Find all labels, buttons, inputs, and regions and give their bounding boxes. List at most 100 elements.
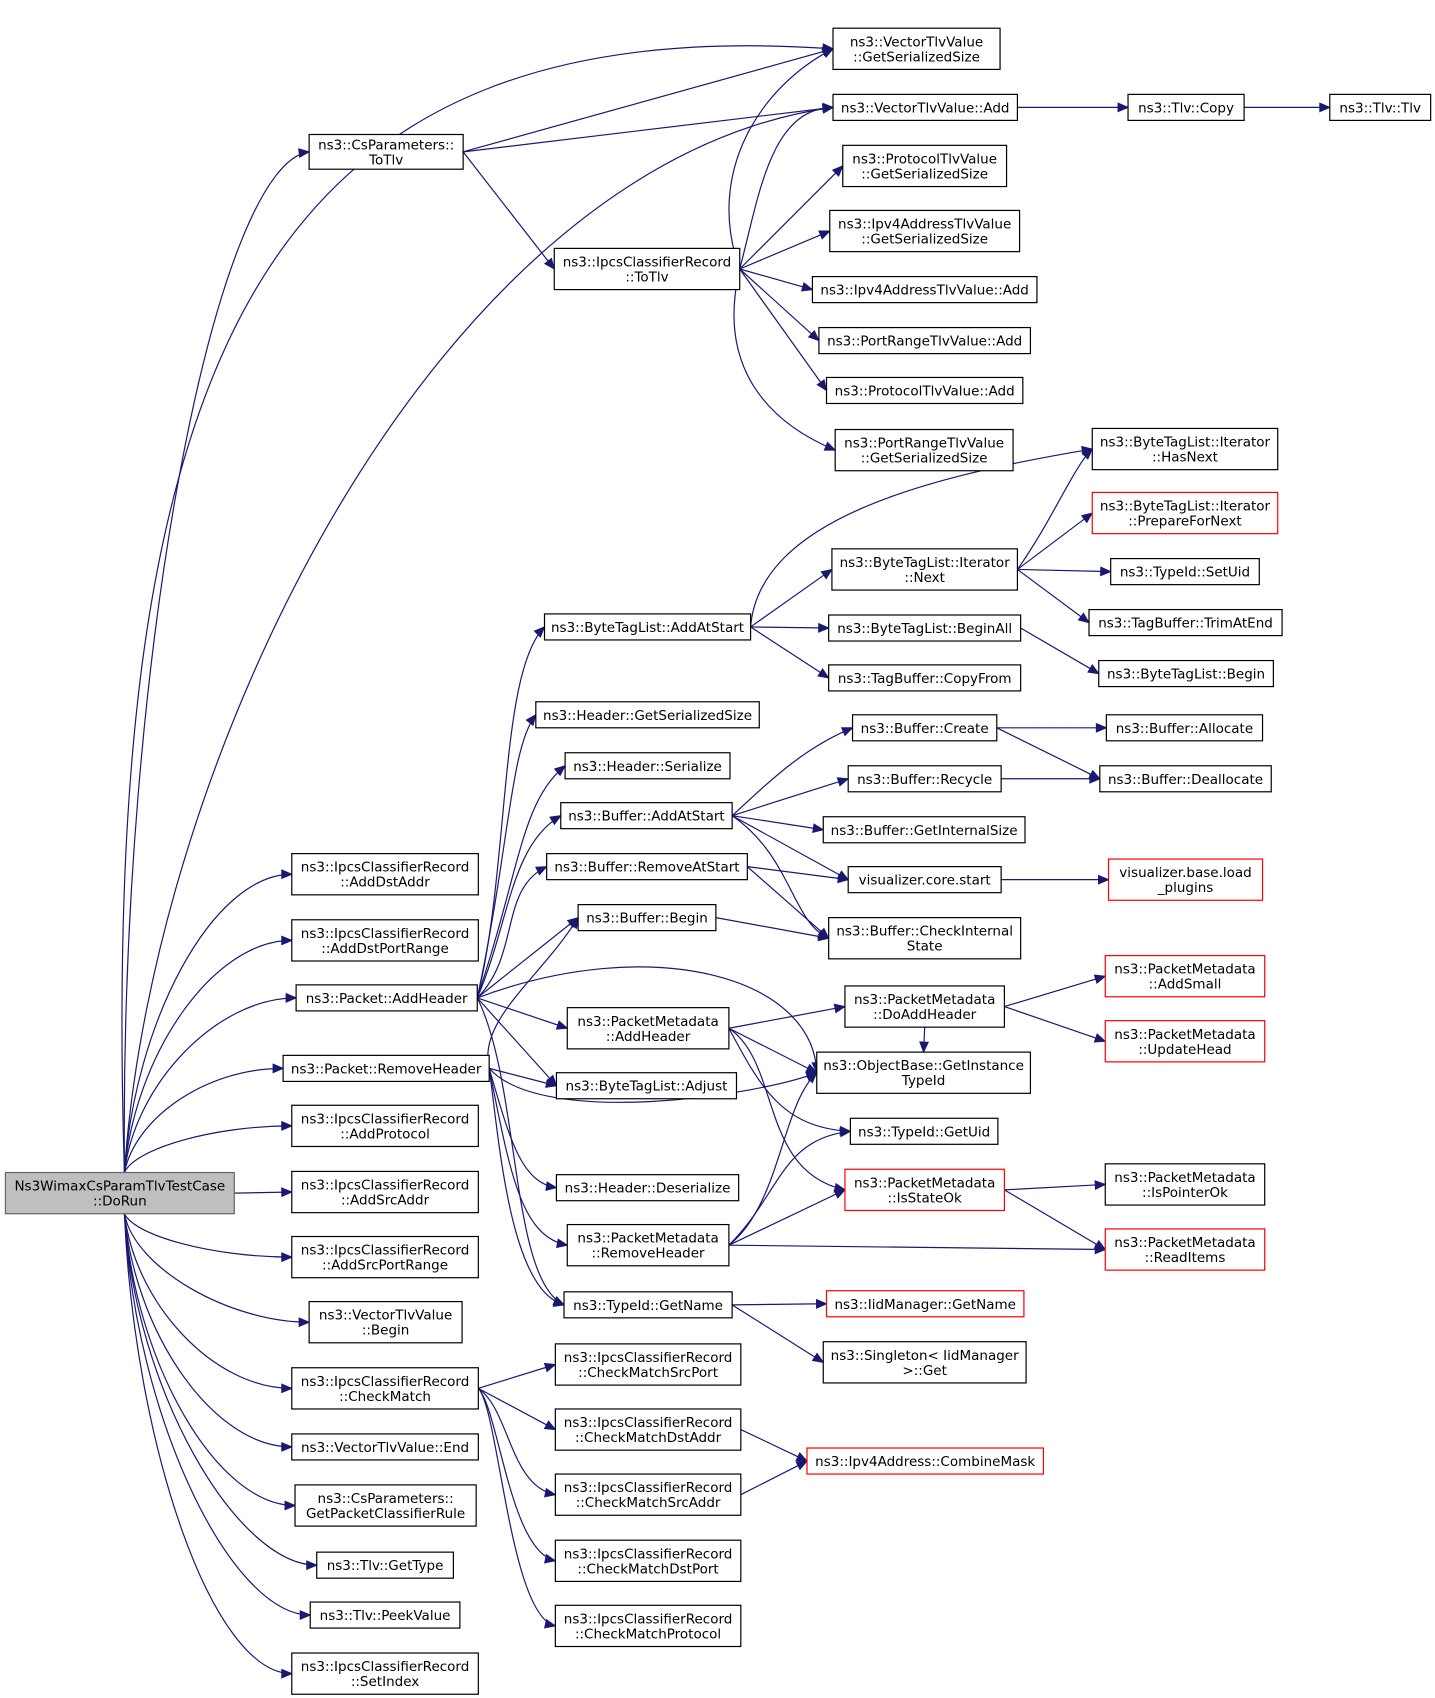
node-label-line: ::GetSerializedSize (853, 49, 980, 65)
node-cm_dstport[interactable]: ns3::IpcsClassifierRecord::CheckMatchDst… (554, 1539, 742, 1583)
node-tlv_gettype[interactable]: ns3::Tlv::GetType (316, 1551, 454, 1579)
edge-buf_removeatstart-to-buf_checkstate (746, 866, 830, 940)
edge-line (996, 727, 1101, 780)
node-buf_dealloc[interactable]: ns3::Buffer::Deallocate (1099, 765, 1272, 793)
node-label-line: ns3::Ipv4AddressTlvValue::Add (820, 283, 1028, 299)
node-typeid_setuid[interactable]: ns3::TypeId::SetUid (1110, 557, 1260, 586)
node-box (1104, 1228, 1266, 1271)
node-label-line: ns3::Buffer::CheckInternal (836, 924, 1013, 940)
node-typeid_getuid[interactable]: ns3::TypeId::GetUid (849, 1117, 999, 1145)
arrowhead (552, 1297, 566, 1307)
node-box (291, 1433, 479, 1461)
node-ipv4_combinemask[interactable]: ns3::Ipv4Address::CombineMask (806, 1447, 1045, 1475)
node-add_srcport[interactable]: ns3::IpcsClassifierRecord::AddSrcPortRan… (291, 1235, 479, 1279)
node-tlv_tlv[interactable]: ns3::Tlv::Tlv (1329, 93, 1432, 121)
node-pkt_removeheader[interactable]: ns3::Packet::RemoveHeader (282, 1054, 490, 1083)
node-tlv_peek[interactable]: ns3::Tlv::PeekValue (309, 1601, 461, 1629)
node-box (282, 1054, 490, 1083)
node-singleton_get[interactable]: ns3::Singleton< IidManager>::Get (822, 1341, 1027, 1384)
node-root[interactable]: Ns3WimaxCsParamTlvTestCase::DoRun (4, 1171, 235, 1215)
node-cs_totlv[interactable]: ns3::CsParameters::ToTlv (308, 133, 464, 170)
node-label-line: ns3::IpcsClassifierRecord (301, 1659, 470, 1675)
node-box (851, 714, 998, 742)
node-buf_create[interactable]: ns3::Buffer::Create (851, 714, 998, 742)
node-portrange_getsize[interactable]: ns3::PortRangeTlvValue::GetSerializedSiz… (834, 428, 1014, 472)
node-vis_load[interactable]: visualizer.base.load_plugins (1107, 858, 1264, 901)
node-buf_addatstart[interactable]: ns3::Buffer::AddAtStart (560, 802, 733, 830)
node-pm_addheader[interactable]: ns3::PacketMetadata::AddHeader (566, 1007, 730, 1050)
node-pm_removeheader[interactable]: ns3::PacketMetadata::RemoveHeader (566, 1223, 730, 1267)
node-pm_addsmall[interactable]: ns3::PacketMetadata::AddSmall (1104, 954, 1266, 998)
node-box (829, 209, 1021, 253)
node-vtlv_add[interactable]: ns3::VectorTlvValue::Add (832, 93, 1019, 121)
edge-typeid_getname-to-iid_getname (732, 1298, 828, 1309)
node-ipcs_totlv[interactable]: ns3::IpcsClassifierRecord::ToTlv (553, 247, 741, 291)
node-label-line: ns3::TypeId::GetUid (858, 1124, 990, 1140)
edge-line (477, 1387, 556, 1562)
edge-ipcs_totlv-to-vtlv_add (739, 102, 835, 270)
edge-vis_start-to-vis_load (1001, 874, 1110, 885)
node-add_srcaddr[interactable]: ns3::IpcsClassifierRecord::AddSrcAddr (291, 1170, 479, 1214)
node-cm_dstaddr[interactable]: ns3::IpcsClassifierRecord::CheckMatchDst… (554, 1408, 742, 1451)
node-btl_next[interactable]: ns3::ByteTagList::Iterator::Next (831, 548, 1019, 591)
node-buf_recycle[interactable]: ns3::Buffer::Recycle (847, 765, 1002, 793)
arrowhead (281, 1383, 294, 1394)
node-ipv4tlv_add[interactable]: ns3::Ipv4AddressTlvValue::Add (811, 275, 1038, 304)
node-cs_getrule[interactable]: ns3::CsParameters::GetPacketClassifierRu… (294, 1484, 477, 1527)
node-cm_srcaddr[interactable]: ns3::IpcsClassifierRecord::CheckMatchSrc… (554, 1473, 742, 1516)
edge-line (739, 268, 827, 391)
edge-ipcs_totlv-to-ipv4tlv_add (739, 268, 814, 292)
node-tagbuf_copy[interactable]: ns3::TagBuffer::CopyFrom (828, 664, 1022, 692)
node-vtlv_getsize[interactable]: ns3::VectorTlvValue::GetSerializedSize (832, 27, 1001, 71)
arrowhead (543, 1420, 557, 1431)
node-buf_removeatstart[interactable]: ns3::Buffer::RemoveAtStart (546, 853, 748, 881)
edge-ipcs_totlv-to-vtlv_getsize (728, 48, 835, 270)
node-buf_getinternal[interactable]: ns3::Buffer::GetInternalSize (822, 816, 1026, 844)
node-tlv_copy[interactable]: ns3::Tlv::Copy (1127, 93, 1245, 121)
edge-btl_addatstart-to-btl_beginall (750, 622, 830, 633)
node-btl_begin[interactable]: ns3::ByteTagList::Begin (1098, 659, 1274, 688)
arrowhead (1093, 974, 1107, 984)
node-checkmatch[interactable]: ns3::IpcsClassifierRecord::CheckMatch (291, 1367, 479, 1410)
node-add_dstport[interactable]: ns3::IpcsClassifierRecord::AddDstPortRan… (291, 919, 479, 962)
node-setindex[interactable]: ns3::IpcsClassifierRecord::SetIndex (291, 1652, 479, 1695)
node-vtlv_end[interactable]: ns3::VectorTlvValue::End (291, 1433, 479, 1461)
node-pm_isstateok[interactable]: ns3::PacketMetadata::IsStateOk (844, 1168, 1005, 1212)
edge-line (476, 997, 565, 1306)
node-buf_allocate[interactable]: ns3::Buffer::Allocate (1105, 714, 1264, 742)
node-portrange_add[interactable]: ns3::PortRangeTlvValue::Add (818, 326, 1032, 355)
node-vis_start[interactable]: visualizer.core.start (847, 866, 1002, 894)
node-pkt_addheader[interactable]: ns3::Packet::AddHeader (295, 984, 478, 1012)
node-hdr_deserialize[interactable]: ns3::Header::Deserialize (555, 1174, 740, 1202)
node-proto_add[interactable]: ns3::ProtocolTlvValue::Add (825, 376, 1024, 405)
node-iid_getname[interactable]: ns3::IidManager::GetName (825, 1290, 1025, 1318)
node-pm_ispointerok[interactable]: ns3::PacketMetadata::IsPointerOk (1104, 1163, 1266, 1206)
node-pm_readitems[interactable]: ns3::PacketMetadata::ReadItems (1104, 1228, 1266, 1271)
node-cm_srcport[interactable]: ns3::IpcsClassifierRecord::CheckMatchSrc… (554, 1343, 742, 1386)
node-hdr_getsize[interactable]: ns3::Header::GetSerializedSize (535, 701, 760, 729)
node-hdr_serialize[interactable]: ns3::Header::Serialize (564, 752, 731, 780)
edge-line (478, 1363, 556, 1389)
node-ipv4tlv_getsize[interactable]: ns3::Ipv4AddressTlvValue::GetSerializedS… (829, 209, 1021, 253)
node-cm_protocol[interactable]: ns3::IpcsClassifierRecord::CheckMatchPro… (554, 1604, 742, 1648)
node-btl_hasnext[interactable]: ns3::ByteTagList::Iterator::HasNext (1091, 427, 1279, 471)
edge-line (478, 1387, 556, 1431)
edge-line (728, 1189, 846, 1246)
node-vtlv_begin[interactable]: ns3::VectorTlvValue::Begin (308, 1300, 463, 1344)
node-btl_adjust[interactable]: ns3::ByteTagList::Adjust (555, 1072, 738, 1100)
node-typeid_getname[interactable]: ns3::TypeId::GetName (563, 1291, 733, 1319)
node-tagbuf_trim[interactable]: ns3::TagBuffer::TrimAtEnd (1088, 608, 1283, 637)
node-label-line: ::RemoveHeader (592, 1246, 705, 1262)
node-label-line: ns3::PacketMetadata (577, 1231, 718, 1247)
node-add_protocol[interactable]: ns3::IpcsClassifierRecord::AddProtocol (291, 1104, 479, 1148)
node-btl_prepare[interactable]: ns3::ByteTagList::Iterator::PrepareForNe… (1091, 491, 1279, 535)
node-pm_doaddheader[interactable]: ns3::PacketMetadata::DoAddHeader (844, 985, 1005, 1028)
node-buf_begin[interactable]: ns3::Buffer::Begin (577, 904, 717, 932)
node-btl_beginall[interactable]: ns3::ByteTagList::BeginAll (828, 614, 1022, 642)
node-proto_getsize[interactable]: ns3::ProtocolTlvValue::GetSerializedSize (842, 144, 1008, 188)
node-btl_addatstart[interactable]: ns3::ByteTagList::AddAtStart (543, 613, 752, 641)
node-pm_updatehead[interactable]: ns3::PacketMetadata::UpdateHead (1104, 1020, 1266, 1063)
node-add_dstaddr[interactable]: ns3::IpcsClassifierRecord::AddDstAddr (291, 853, 479, 896)
